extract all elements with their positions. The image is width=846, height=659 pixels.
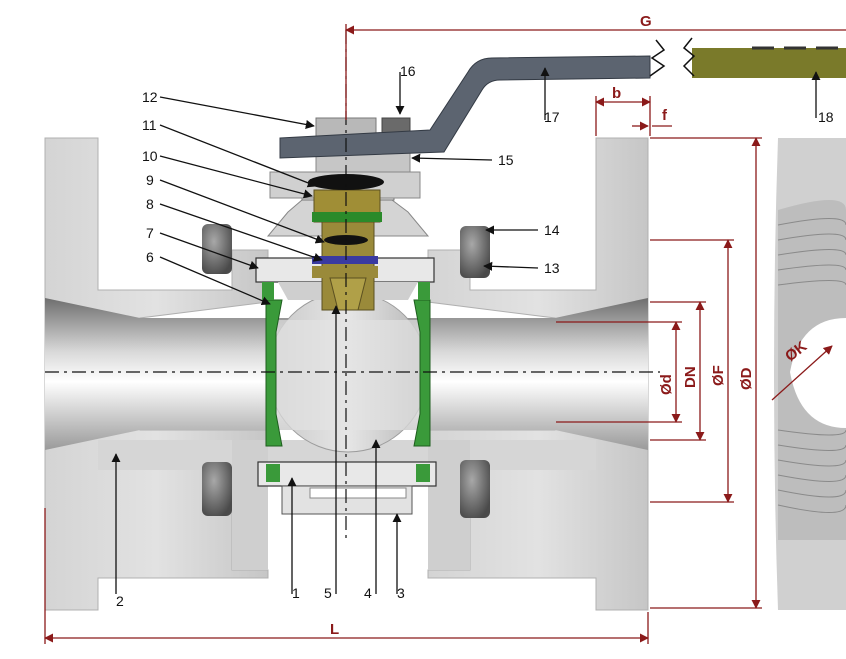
dimension-label-d: Ød bbox=[658, 374, 675, 395]
seat-right bbox=[413, 299, 431, 447]
body-bolt-lower-left bbox=[202, 462, 232, 516]
handle-grip bbox=[692, 48, 846, 78]
part-label-7: 7 bbox=[146, 225, 154, 241]
handle-lever bbox=[279, 55, 651, 159]
bottom-plate bbox=[257, 461, 437, 487]
part-label-14: 14 bbox=[544, 222, 560, 238]
part-label-4: 4 bbox=[364, 585, 372, 601]
part-label-1: 1 bbox=[292, 585, 300, 601]
break-mark bbox=[649, 39, 666, 77]
bonnet bbox=[255, 171, 435, 300]
dimension-lines bbox=[44, 24, 846, 644]
leader-lines bbox=[111, 67, 821, 594]
dimension-label-f: f bbox=[662, 107, 668, 124]
part-label-6: 6 bbox=[146, 249, 154, 265]
body-bolt-upper-right bbox=[460, 226, 490, 278]
part-label-11: 11 bbox=[142, 117, 157, 133]
part-label-8: 8 bbox=[146, 196, 154, 212]
part-label-5: 5 bbox=[324, 585, 332, 601]
part-label-2: 2 bbox=[116, 593, 124, 609]
seat-left bbox=[265, 299, 283, 447]
dimension-label-DN: DN bbox=[682, 366, 699, 388]
part-label-18: 18 bbox=[818, 109, 834, 125]
flange-face-view bbox=[774, 138, 846, 610]
body-bolt-lower-right bbox=[460, 460, 490, 518]
part-label-9: 9 bbox=[146, 172, 154, 188]
dimension-label-b: b bbox=[612, 85, 621, 102]
body-bolt-upper-left bbox=[202, 224, 232, 274]
dimension-label-D: ØD bbox=[738, 367, 755, 390]
part-label-12: 12 bbox=[142, 89, 158, 105]
dimension-label-G: G bbox=[640, 13, 652, 30]
part-label-10: 10 bbox=[142, 148, 158, 164]
part-label-13: 13 bbox=[544, 260, 560, 276]
packing-ring bbox=[308, 174, 384, 190]
dimension-label-L: L bbox=[330, 621, 339, 638]
part-label-16: 16 bbox=[400, 63, 416, 79]
part-label-17: 17 bbox=[544, 109, 560, 125]
part-label-15: 15 bbox=[498, 152, 514, 168]
part-label-3: 3 bbox=[397, 585, 405, 601]
dimension-label-F: ØF bbox=[710, 365, 727, 386]
